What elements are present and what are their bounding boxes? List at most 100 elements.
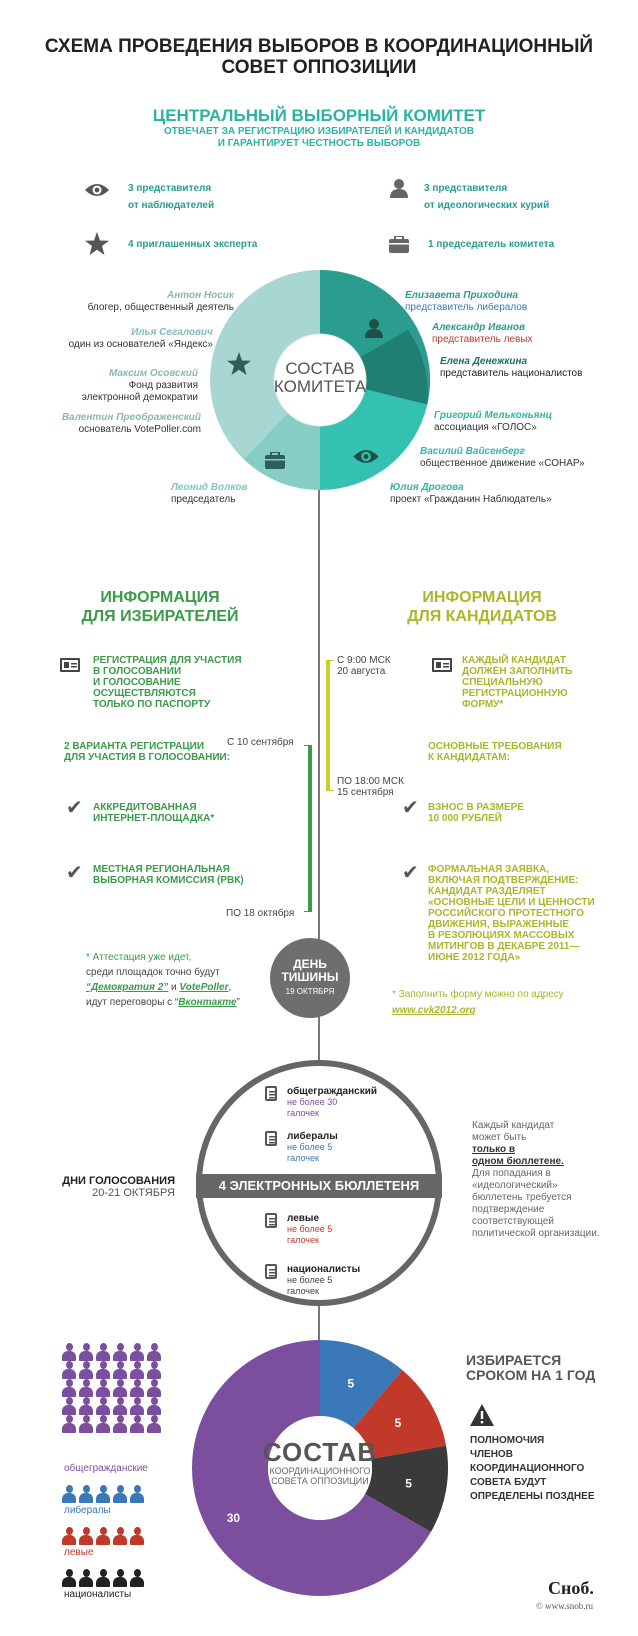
candidates-note: * Заполнить форму можно по адресу www.cv… (392, 989, 564, 1016)
person-figure-icon (147, 1397, 161, 1415)
ballot-left: левые не более 5 галочек (287, 1213, 333, 1245)
person-figure-icon (113, 1343, 127, 1361)
person-figure-icon (62, 1397, 76, 1415)
star-icon (227, 352, 251, 375)
national-figures (62, 1569, 166, 1587)
person-figure-icon (62, 1415, 76, 1433)
person-figure-icon (79, 1361, 93, 1379)
person-figure-icon (113, 1527, 127, 1545)
person-figure-icon (79, 1415, 93, 1433)
person-figure-icon (79, 1397, 93, 1415)
person-figure-icon (147, 1415, 161, 1433)
pie-slice-0 (192, 1340, 431, 1596)
legend-liberal: либералы (64, 1505, 111, 1516)
person-figure-icon (113, 1379, 127, 1397)
committee-subtitle: ОТВЕЧАЕТ ЗА РЕГИСТРАЦИЮ ИЗБИРАТЕЛЕЙ И КА… (163, 126, 475, 149)
pie-value-label-2: 5 (395, 1416, 402, 1430)
user-icon (365, 319, 383, 338)
person-figure-icon (96, 1415, 110, 1433)
committee-title: ЦЕНТРАЛЬНЫЙ ВЫБОРНЫЙ КОМИТЕТ (152, 106, 486, 125)
member-drogova: Юлия Дрогова проект «Гражданин Наблюдате… (390, 482, 552, 505)
council-term: ИЗБИРАЕТСЯ СРОКОМ НА 1 ГОД (466, 1352, 596, 1383)
briefcase-icon (265, 452, 285, 469)
person-figure-icon (96, 1397, 110, 1415)
person-figure-icon (113, 1485, 127, 1503)
voters-from-date: С 10 сентября (227, 737, 294, 748)
ballots-band: 4 ЭЛЕКТРОННЫХ БЮЛЛЕТЕНЯ (196, 1174, 442, 1198)
check-icon: ✔ (66, 862, 83, 884)
eye-icon (85, 184, 109, 196)
candidates-application: ФОРМАЛЬНАЯ ЗАЯВКА, ВКЛЮЧАЯ ПОДТВЕРЖДЕНИЕ… (428, 864, 595, 963)
person-figure-icon (130, 1527, 144, 1545)
person-figure-icon (130, 1361, 144, 1379)
pie-slice-3 (365, 1445, 448, 1532)
pie-value-label-0: 30 (227, 1511, 241, 1525)
brand-url: © www.snob.ru (536, 1601, 594, 1611)
check-icon: ✔ (402, 797, 419, 819)
ballot-liberal: либералы не более 5 галочек (287, 1131, 338, 1163)
person-figure-icon (147, 1361, 161, 1379)
person-figure-icon (62, 1361, 76, 1379)
candidates-from-date: С 9:00 МСК 20 августа (337, 655, 391, 677)
member-vaisenberg: Василий Вайсенберг общественное движение… (420, 446, 585, 469)
candidates-form: КАЖДЫЙ КАНДИДАТ ДОЛЖЕН ЗАПОЛНИТЬ СПЕЦИАЛ… (462, 655, 573, 710)
liberal-figures (62, 1485, 166, 1503)
segment-chair (243, 410, 320, 490)
person-figure-icon (130, 1569, 144, 1587)
stat-observers: 3 представителя от наблюдателей (128, 183, 215, 211)
person-figure-icon (130, 1379, 144, 1397)
form-icon (432, 658, 452, 672)
voters-note: * Аттестация уже идет, среди площадок то… (86, 952, 240, 1008)
member-melkonyants: Григорий Мельконьянц ассоциация «ГОЛОС» (434, 410, 553, 433)
candidates-fee: ВЗНОС В РАЗМЕРЕ 10 000 РУБЛЕЙ (428, 802, 524, 824)
voting-note: Каждый кандидат может быть только в одно… (472, 1120, 600, 1239)
legend-national: националисты (64, 1589, 132, 1600)
council-center-label: СОСТАВ КООРДИНАЦИОННОГО СОВЕТА ОППОЗИЦИИ (262, 1437, 378, 1486)
page-title: СХЕМА ПРОВЕДЕНИЯ ВЫБОРОВ В КООРДИНАЦИОНН… (44, 36, 594, 78)
member-volkov: Леонид Волков председатель (171, 482, 248, 505)
member-preobrazhensky: Валентин Преображенский основатель VoteP… (61, 412, 201, 435)
star-icon (85, 232, 109, 255)
stat-chair: 1 председатель комитета (428, 239, 555, 250)
ballot-icon (265, 1264, 277, 1279)
ballot-general: общегражданский не более 30 галочек (287, 1086, 378, 1118)
person-figure-icon (62, 1569, 76, 1587)
person-figure-icon (130, 1485, 144, 1503)
member-nosik: Антон Носик блогер, общественный деятель (87, 290, 234, 313)
stat-curia: 3 представителя от идеологических курий (424, 183, 550, 211)
pie-value-label-1: 5 (347, 1376, 354, 1390)
person-figure-icon (62, 1343, 76, 1361)
person-figure-icon (113, 1415, 127, 1433)
passport-icon (60, 658, 80, 672)
check-icon: ✔ (402, 862, 419, 884)
person-figure-icon (96, 1485, 110, 1503)
ballot-icon (265, 1131, 277, 1146)
ballot-national: националисты не более 5 галочек (287, 1264, 361, 1296)
silence-day-circle: ДЕНЬ ТИШИНЫ 19 ОКТЯБРЯ (270, 938, 350, 1018)
person-figure-icon (96, 1343, 110, 1361)
eye-icon (353, 450, 379, 463)
legend-left: левые (64, 1547, 94, 1558)
stat-experts: 4 приглашенных эксперта (128, 239, 258, 250)
candidates-to-date: ПО 18:00 МСК 15 сентября (337, 776, 404, 798)
warning-icon (470, 1404, 494, 1426)
candidates-requirements: ОСНОВНЫЕ ТРЕБОВАНИЯ К КАНДИДАТАМ: (428, 741, 562, 763)
member-osovsky: Максим Осовский Фонд развития электронно… (81, 368, 198, 403)
candidates-heading: ИНФОРМАЦИЯ ДЛЯ КАНДИДАТОВ (407, 589, 557, 625)
member-ivanov: Александр Иванов представитель левых (432, 322, 533, 345)
brand-logo: Сноб. (548, 1578, 594, 1598)
person-figure-icon (147, 1379, 161, 1397)
voters-to-date: ПО 18 октября (226, 908, 295, 919)
person-figure-icon (130, 1415, 144, 1433)
ballot-icon (265, 1213, 277, 1228)
legend-general: общегражданские (64, 1463, 148, 1474)
pie-slice-1 (320, 1340, 403, 1429)
committee-center-label: СОСТАВ КОМИТЕТА (273, 359, 367, 396)
person-figure-icon (62, 1485, 76, 1503)
voters-option-online: АККРЕДИТОВАННАЯ ИНТЕРНЕТ-ПЛОЩАДКА* (93, 802, 215, 824)
person-figure-icon (96, 1361, 110, 1379)
person-figure-icon (113, 1569, 127, 1587)
voters-variants: 2 ВАРИАНТА РЕГИСТРАЦИИ ДЛЯ УЧАСТИЯ В ГОЛ… (64, 741, 231, 763)
person-figure-icon (130, 1343, 144, 1361)
